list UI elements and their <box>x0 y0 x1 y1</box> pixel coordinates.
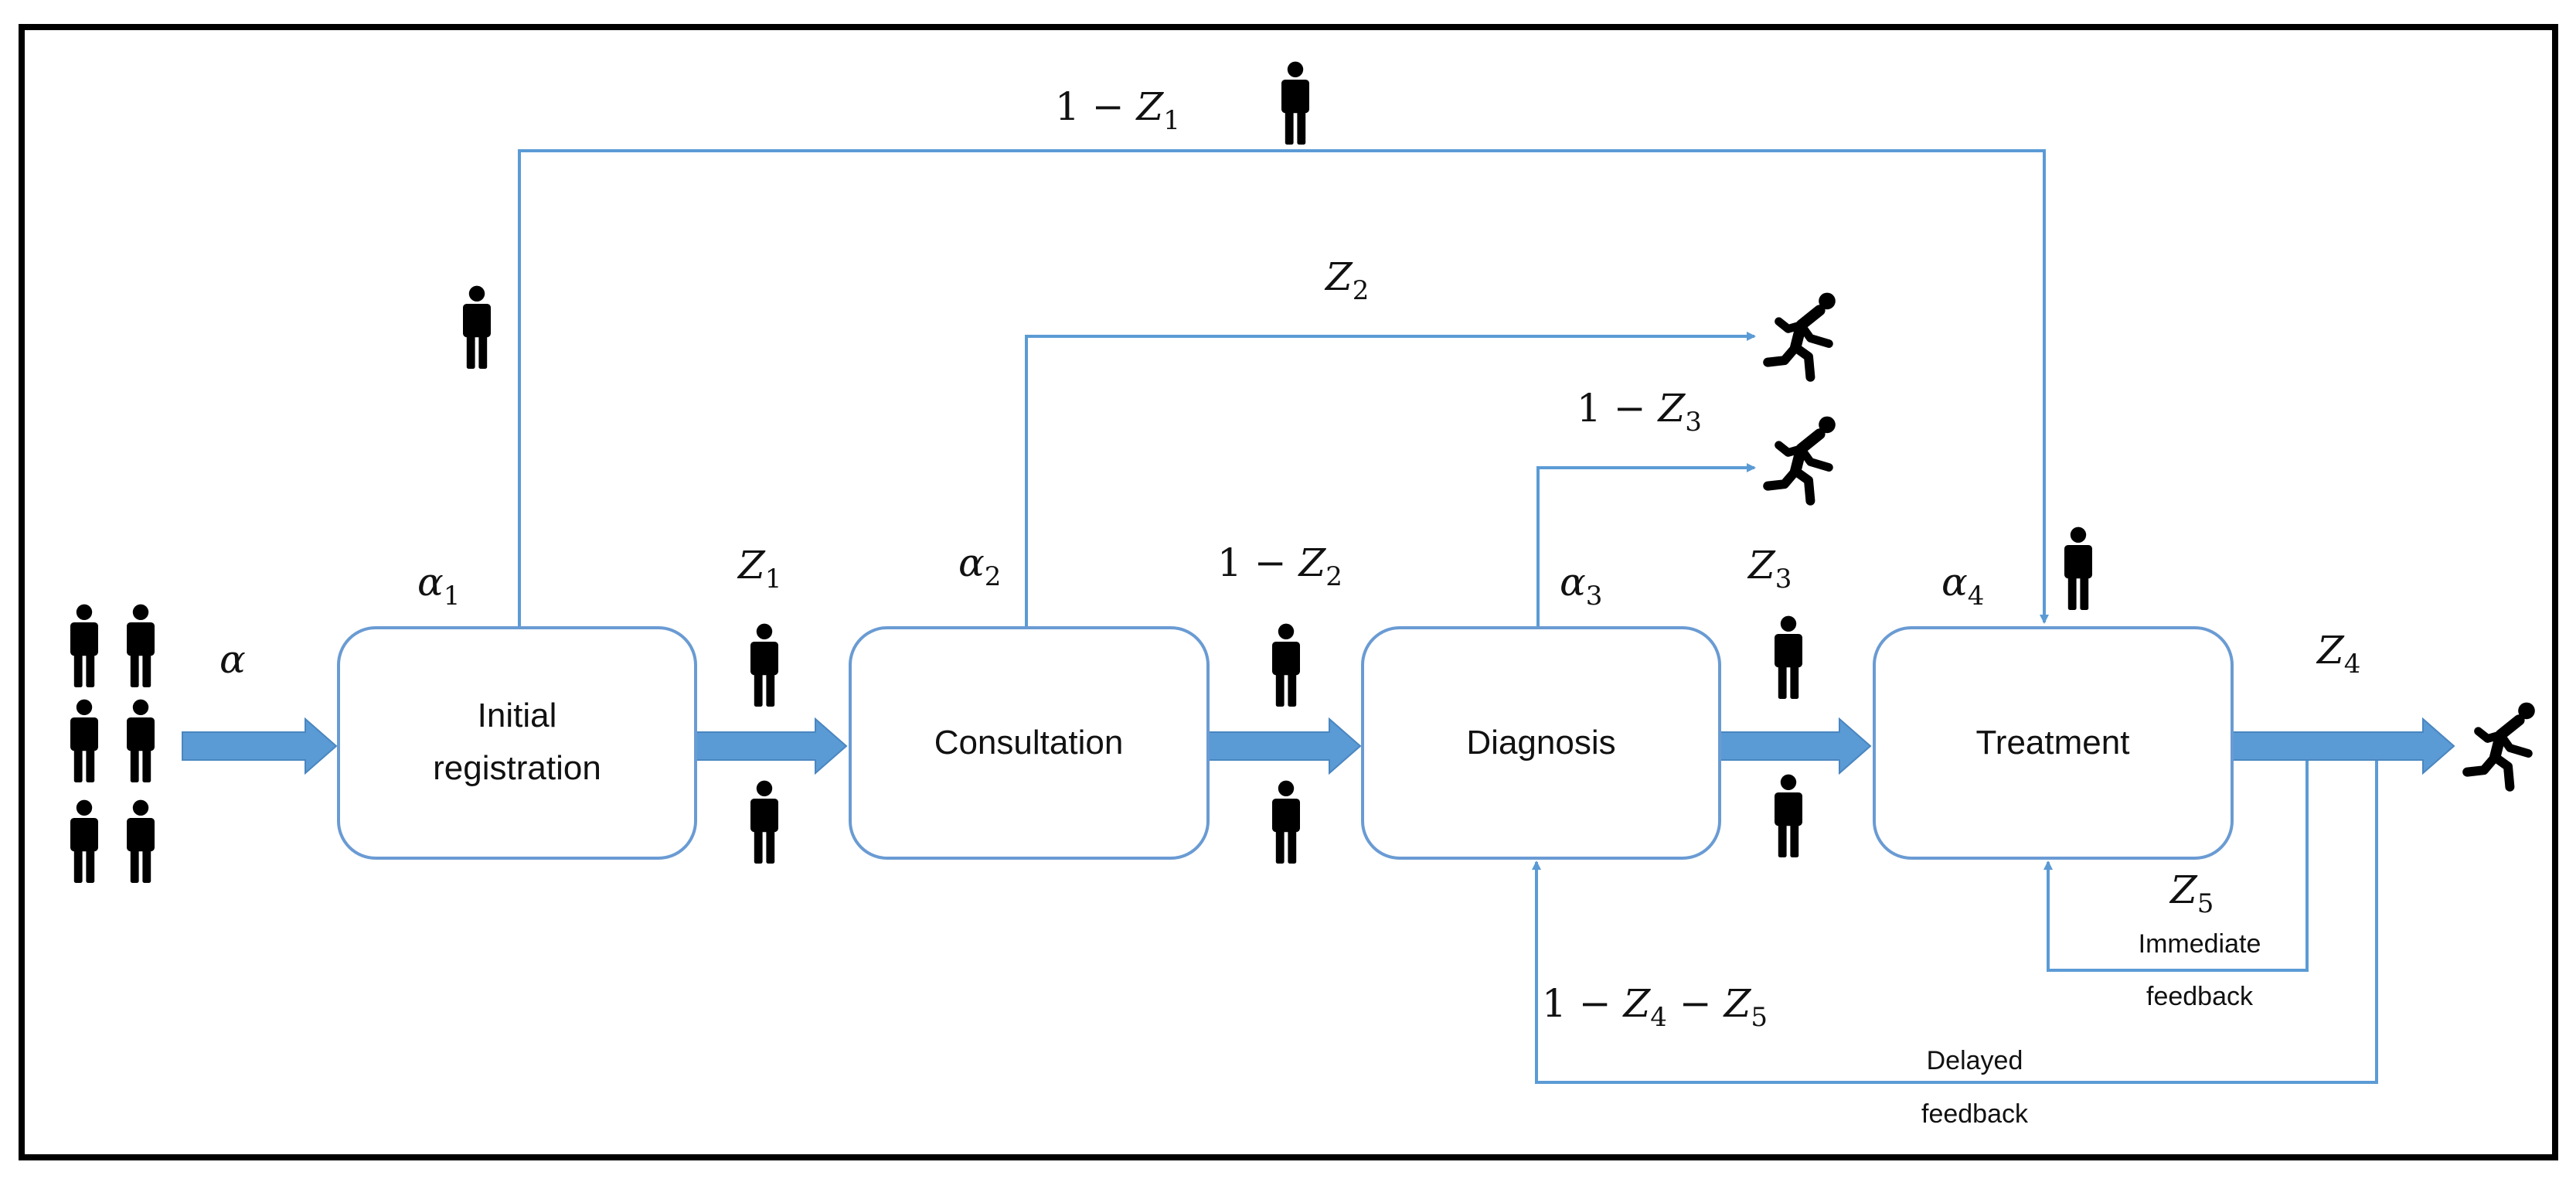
label-one-minus-z1: 1 − Z1 <box>1055 84 1180 136</box>
figure-frame <box>19 24 2558 1160</box>
label-one-minus-z3: 1 − Z3 <box>1577 386 1702 438</box>
stage-box-diagnosis <box>1361 626 1721 860</box>
flow-arrow-registration-to-consultation <box>695 717 848 775</box>
balk-arrow-line-diagnosis <box>1536 463 1756 630</box>
stage-label-diagnosis: Diagnosis <box>1466 724 1615 762</box>
stage-label-initial-line1: Initial <box>478 697 557 734</box>
flow-arrow-arrival <box>182 717 338 775</box>
standing-person-icon <box>1775 774 1802 857</box>
standing-person-icon <box>70 604 98 687</box>
stage-box-consultation <box>849 626 1210 860</box>
standing-person-icon <box>1272 780 1300 864</box>
immediate-feedback-line <box>2043 746 2309 972</box>
running-person-icon <box>2467 703 2535 787</box>
standing-person-icon <box>70 799 98 883</box>
delayed-feedback-label-line2: feedback <box>1921 1099 2029 1129</box>
standing-person-icon <box>750 623 778 707</box>
label-alpha-2: α2 <box>958 540 1001 592</box>
stage-label-treatment: Treatment <box>1976 724 2130 762</box>
standing-person-icon <box>1775 615 1802 699</box>
delayed-feedback-label-line1: Delayed <box>1927 1046 2023 1075</box>
stage-label-consultation: Consultation <box>934 724 1124 762</box>
label-z2: Z2 <box>1324 254 1369 306</box>
flow-arrow-exit <box>2231 717 2455 775</box>
standing-person-icon <box>463 285 491 369</box>
running-person-icon <box>1768 417 1836 501</box>
standing-person-icon <box>2064 526 2092 610</box>
label-alpha: α <box>219 637 246 682</box>
standing-person-icon <box>750 780 778 864</box>
immediate-feedback-label-line2: feedback <box>2146 982 2254 1011</box>
label-one-minus-z4-minus-z5: 1 − Z4 − Z5 <box>1542 981 1768 1033</box>
standing-person-icon <box>1272 623 1300 707</box>
stage-box-initial-registration <box>337 626 697 860</box>
label-alpha-1: α1 <box>417 560 460 612</box>
label-z1: Z1 <box>737 543 781 595</box>
balk-arrow-line-consultation <box>1025 332 1756 630</box>
stage-box-treatment <box>1873 626 2234 860</box>
label-z4: Z4 <box>2316 628 2360 680</box>
bypass-arrow-line <box>518 149 2049 630</box>
flow-arrow-diagnosis-to-treatment <box>1719 717 1872 775</box>
standing-person-icon <box>1281 61 1309 145</box>
stage-label-initial-line2: registration <box>433 749 601 787</box>
label-alpha-3: α3 <box>1560 560 1602 612</box>
label-z3: Z3 <box>1747 543 1792 595</box>
arrival-crowd-icons <box>70 604 155 883</box>
immediate-feedback-label-line1: Immediate <box>2139 929 2261 959</box>
running-person-icon <box>1768 293 1836 377</box>
standing-person-icon <box>127 699 155 782</box>
standing-person-icon <box>127 799 155 883</box>
flow-arrow-consultation-to-diagnosis <box>1207 717 1362 775</box>
label-one-minus-z2: 1 − Z2 <box>1217 540 1342 592</box>
delayed-feedback-line <box>1532 746 2378 1084</box>
label-alpha-4: α4 <box>1941 560 1984 612</box>
label-z5: Z5 <box>2169 867 2214 919</box>
standing-person-icon <box>127 604 155 687</box>
standing-person-icon <box>70 699 98 782</box>
